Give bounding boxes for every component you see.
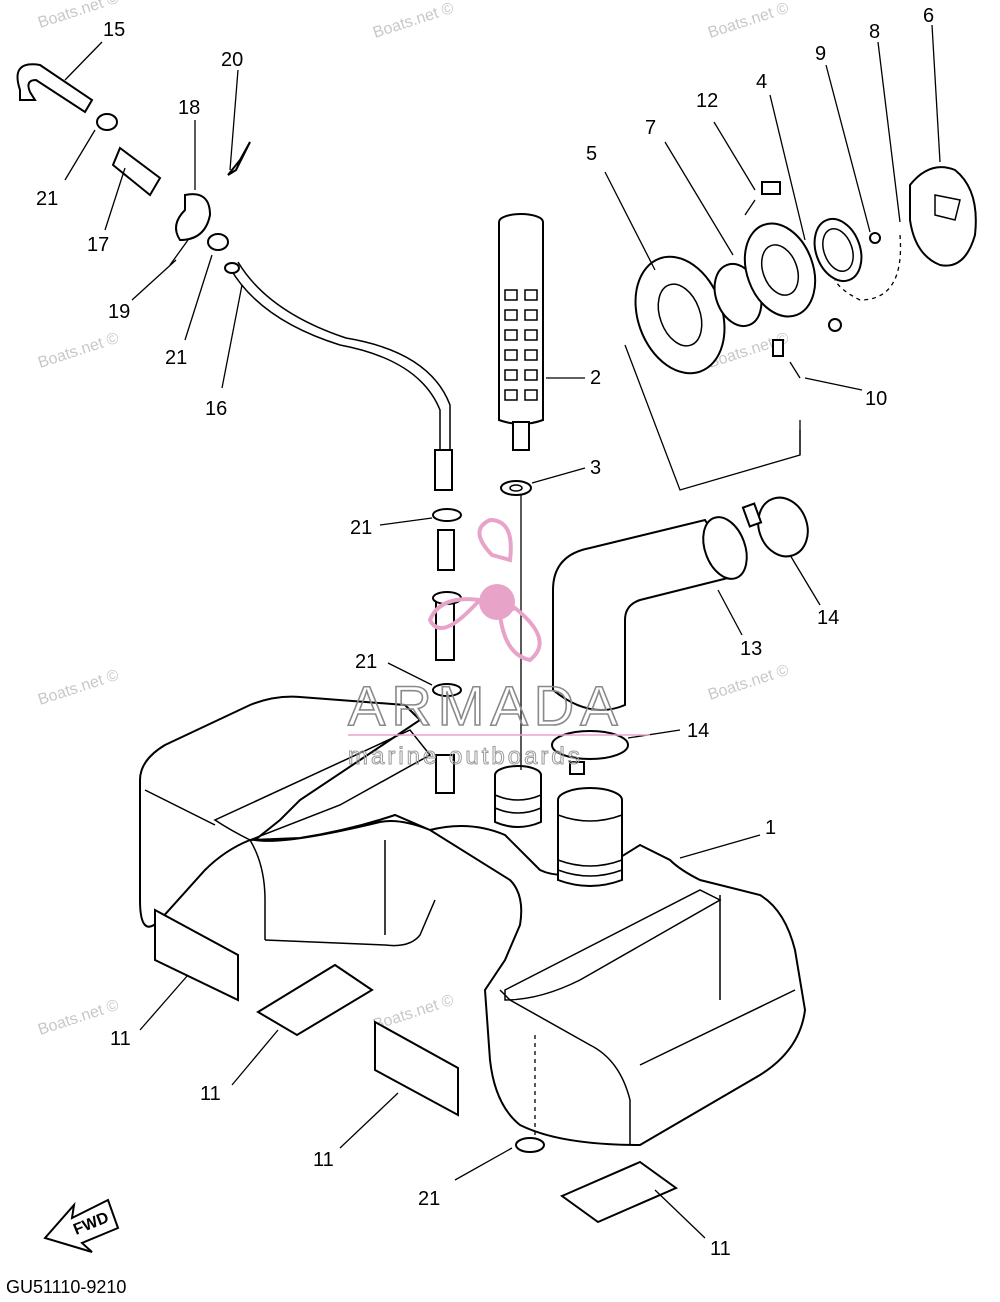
callout-11: 11 (200, 1083, 221, 1105)
propeller-logo-icon (427, 517, 542, 663)
filler-hose (552, 516, 748, 711)
washer (500, 480, 532, 496)
callout-17: 17 (87, 234, 109, 256)
callout-21: 21 (418, 1188, 440, 1210)
callout-7: 7 (645, 117, 656, 139)
callout-3: 3 (590, 457, 601, 479)
callout-1: 1 (765, 817, 776, 839)
brand-watermark: ARMADA marine outboards (347, 517, 650, 771)
callout-11: 11 (710, 1238, 731, 1260)
callout-4: 4 (756, 71, 767, 93)
overflow-fittings (16, 63, 251, 266)
watermark: Boats.net © (706, 662, 791, 704)
watermark: Boats.net © (371, 0, 456, 42)
fwd-arrow-icon (43, 1198, 120, 1253)
callout-11: 11 (110, 1028, 131, 1050)
forward-arrow: FWD (43, 1198, 120, 1253)
propeller-hub-icon (479, 584, 515, 620)
callout-21: 21 (350, 517, 372, 539)
brand-name: ARMADA (348, 674, 624, 737)
callout-14: 14 (687, 720, 709, 742)
callout-8: 8 (869, 21, 880, 43)
watermark: Boats.net © (36, 997, 121, 1039)
callout-20: 20 (221, 49, 243, 71)
callout-14: 14 (817, 607, 839, 629)
callout-5: 5 (586, 143, 597, 165)
callout-16: 16 (205, 398, 227, 420)
fuel-tank (139, 695, 807, 1147)
watermark: Boats.net © (36, 667, 121, 709)
callout-12: 12 (696, 90, 718, 112)
leader-lines (64, 24, 941, 1239)
hose-clamps (551, 496, 809, 775)
callout-21: 21 (36, 188, 58, 210)
part-code: GU51110-9210 (6, 1277, 126, 1297)
callout-21: 21 (165, 347, 187, 369)
tank-filler-neck (557, 787, 623, 887)
callout-15: 15 (103, 19, 125, 41)
brand-tagline: marine outboards (348, 743, 583, 770)
tank-sender-neck (494, 765, 542, 828)
callout-13: 13 (740, 638, 762, 660)
callout-18: 18 (178, 97, 200, 119)
watermark: Boats.net © (706, 0, 791, 42)
callout-10: 10 (865, 388, 887, 410)
foam-pads (154, 908, 679, 1224)
callout-11: 11 (313, 1149, 334, 1171)
callout-6: 6 (923, 5, 934, 27)
callout-9: 9 (815, 43, 826, 65)
callout-21: 21 (355, 651, 377, 673)
watermark: Boats.net © (36, 330, 121, 372)
vent-hose (224, 261, 453, 491)
fuel-pickup (498, 213, 544, 770)
filler-cap-assembly (634, 166, 977, 379)
callout-19: 19 (108, 301, 130, 323)
callout-labels: 1 2 3 4 5 6 7 8 9 10 11 11 11 11 12 13 1… (36, 5, 934, 1260)
callout-2: 2 (590, 367, 601, 389)
